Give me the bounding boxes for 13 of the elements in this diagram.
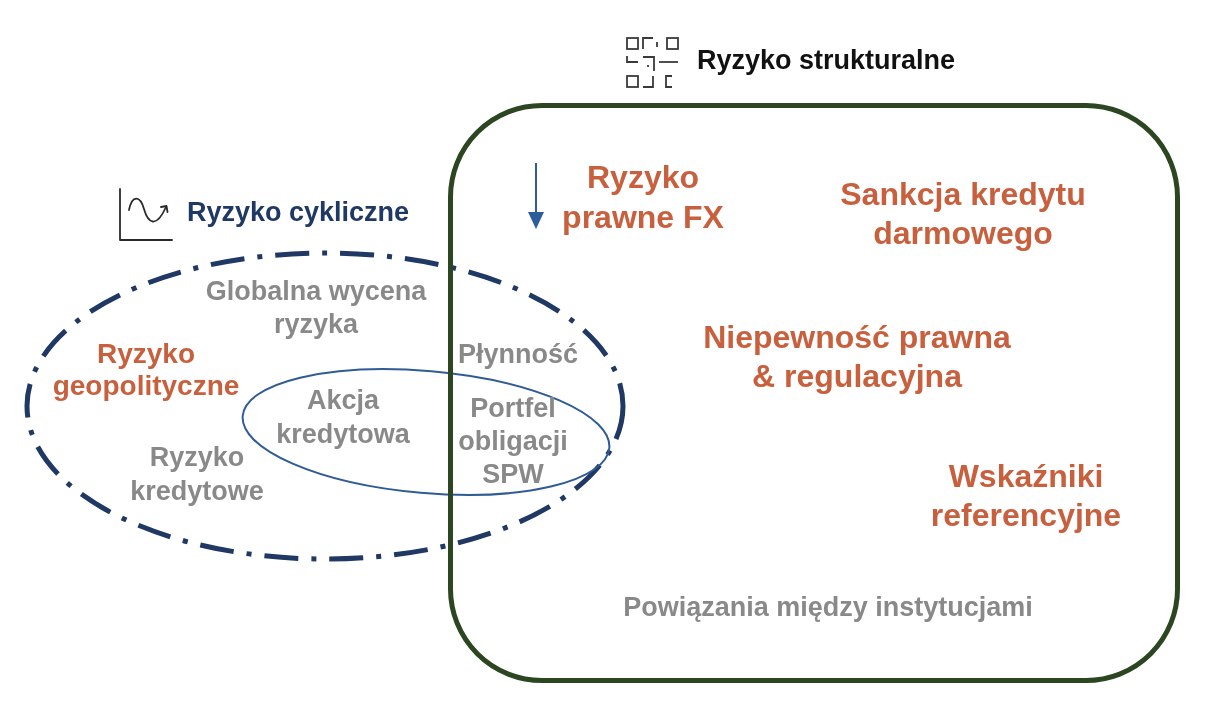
risk-factor-label: Płynność (456, 338, 579, 371)
risk-factor-label: Portfel obligacji SPW (457, 392, 569, 491)
risk-factor-label: Akcja kredytowa (275, 384, 411, 451)
risk-factor-label: Ryzyko kredytowe (129, 441, 265, 508)
risk-factor-label: Niepewność prawna & regulacyjna (702, 318, 1012, 396)
category-heading: Ryzyko strukturalne (697, 44, 956, 76)
risk-factor-label: Globalna wycena ryzyka (204, 275, 428, 341)
risk-factor-label: Ryzyko geopolityczne (51, 338, 241, 402)
risk-factor-label: Wskaźniki referencyjne (929, 457, 1123, 535)
risk-factor-label: Ryzyko prawne FX (561, 158, 725, 237)
risk-factor-label: Powiązania między instytucjami (622, 591, 1034, 624)
category-heading: Ryzyko cykliczne (187, 196, 410, 228)
risk-factor-label: Sankcja kredytu darmowego (839, 175, 1087, 253)
